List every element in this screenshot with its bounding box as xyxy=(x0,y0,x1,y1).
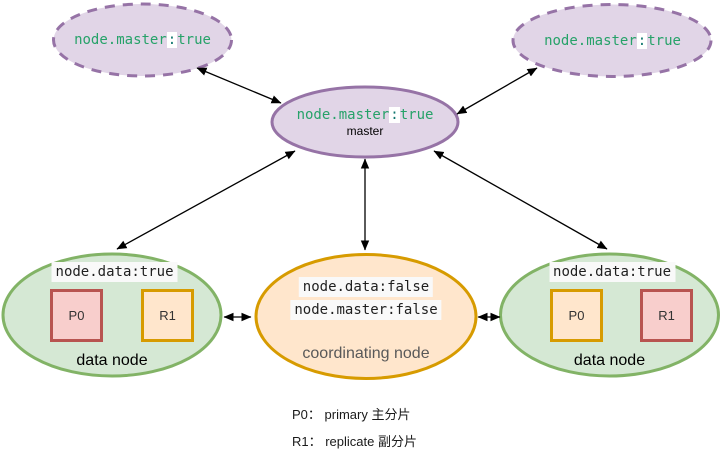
shard-label: P0 xyxy=(68,308,85,323)
master-node-config: node.master:true xyxy=(296,106,434,124)
data-node-left-label: data node xyxy=(76,352,148,369)
shard-r1: R1 xyxy=(141,289,194,342)
config-value: true xyxy=(399,106,434,123)
coordinating-node-label: coordinating node xyxy=(302,345,430,362)
shard-label: R1 xyxy=(159,308,176,323)
arrow-master-data-right xyxy=(433,150,608,250)
config-key: node.master xyxy=(544,32,637,49)
arrow-master-data-left xyxy=(116,150,296,250)
legend-replica-shard: R1： replicate 副分片 xyxy=(292,434,417,449)
config-value: true xyxy=(177,32,211,48)
shard-p0: P0 xyxy=(50,289,103,342)
shard-p0: P0 xyxy=(550,289,603,342)
config-key: node.master xyxy=(296,106,390,123)
shard-label: R1 xyxy=(658,308,675,323)
config-colon: : xyxy=(389,106,400,123)
data-node-left: node.data:true P0 R1 data node xyxy=(2,253,222,377)
coordinating-node: node.data:false node.master:false coordi… xyxy=(255,253,477,380)
coordinating-node-config-data: node.data:false xyxy=(298,277,434,297)
data-node-right-config: node.data:true xyxy=(549,262,676,282)
config-colon: : xyxy=(166,32,178,48)
coordinating-node-config-master: node.master:false xyxy=(290,300,442,320)
master-candidate-right-config: node.master:true xyxy=(544,32,681,50)
data-node-right: node.data:true P0 R1 data node xyxy=(499,253,720,377)
master-node: node.master:true master xyxy=(272,87,458,157)
data-node-left-config: node.data:true xyxy=(51,262,178,282)
shard-label: P0 xyxy=(568,308,585,323)
master-candidate-left-node: node.master:true xyxy=(52,3,233,77)
data-node-right-label: data node xyxy=(573,352,646,369)
legend-primary-shard: P0： primary 主分片 xyxy=(292,407,411,422)
master-node-label: master xyxy=(346,123,384,138)
shard-r1: R1 xyxy=(640,289,693,342)
config-value: true xyxy=(647,32,681,49)
master-candidate-right-node: node.master:true xyxy=(513,4,712,77)
master-candidate-left-config: node.master:true xyxy=(74,31,211,49)
config-key: node.master xyxy=(74,32,167,48)
config-colon: : xyxy=(636,32,648,49)
